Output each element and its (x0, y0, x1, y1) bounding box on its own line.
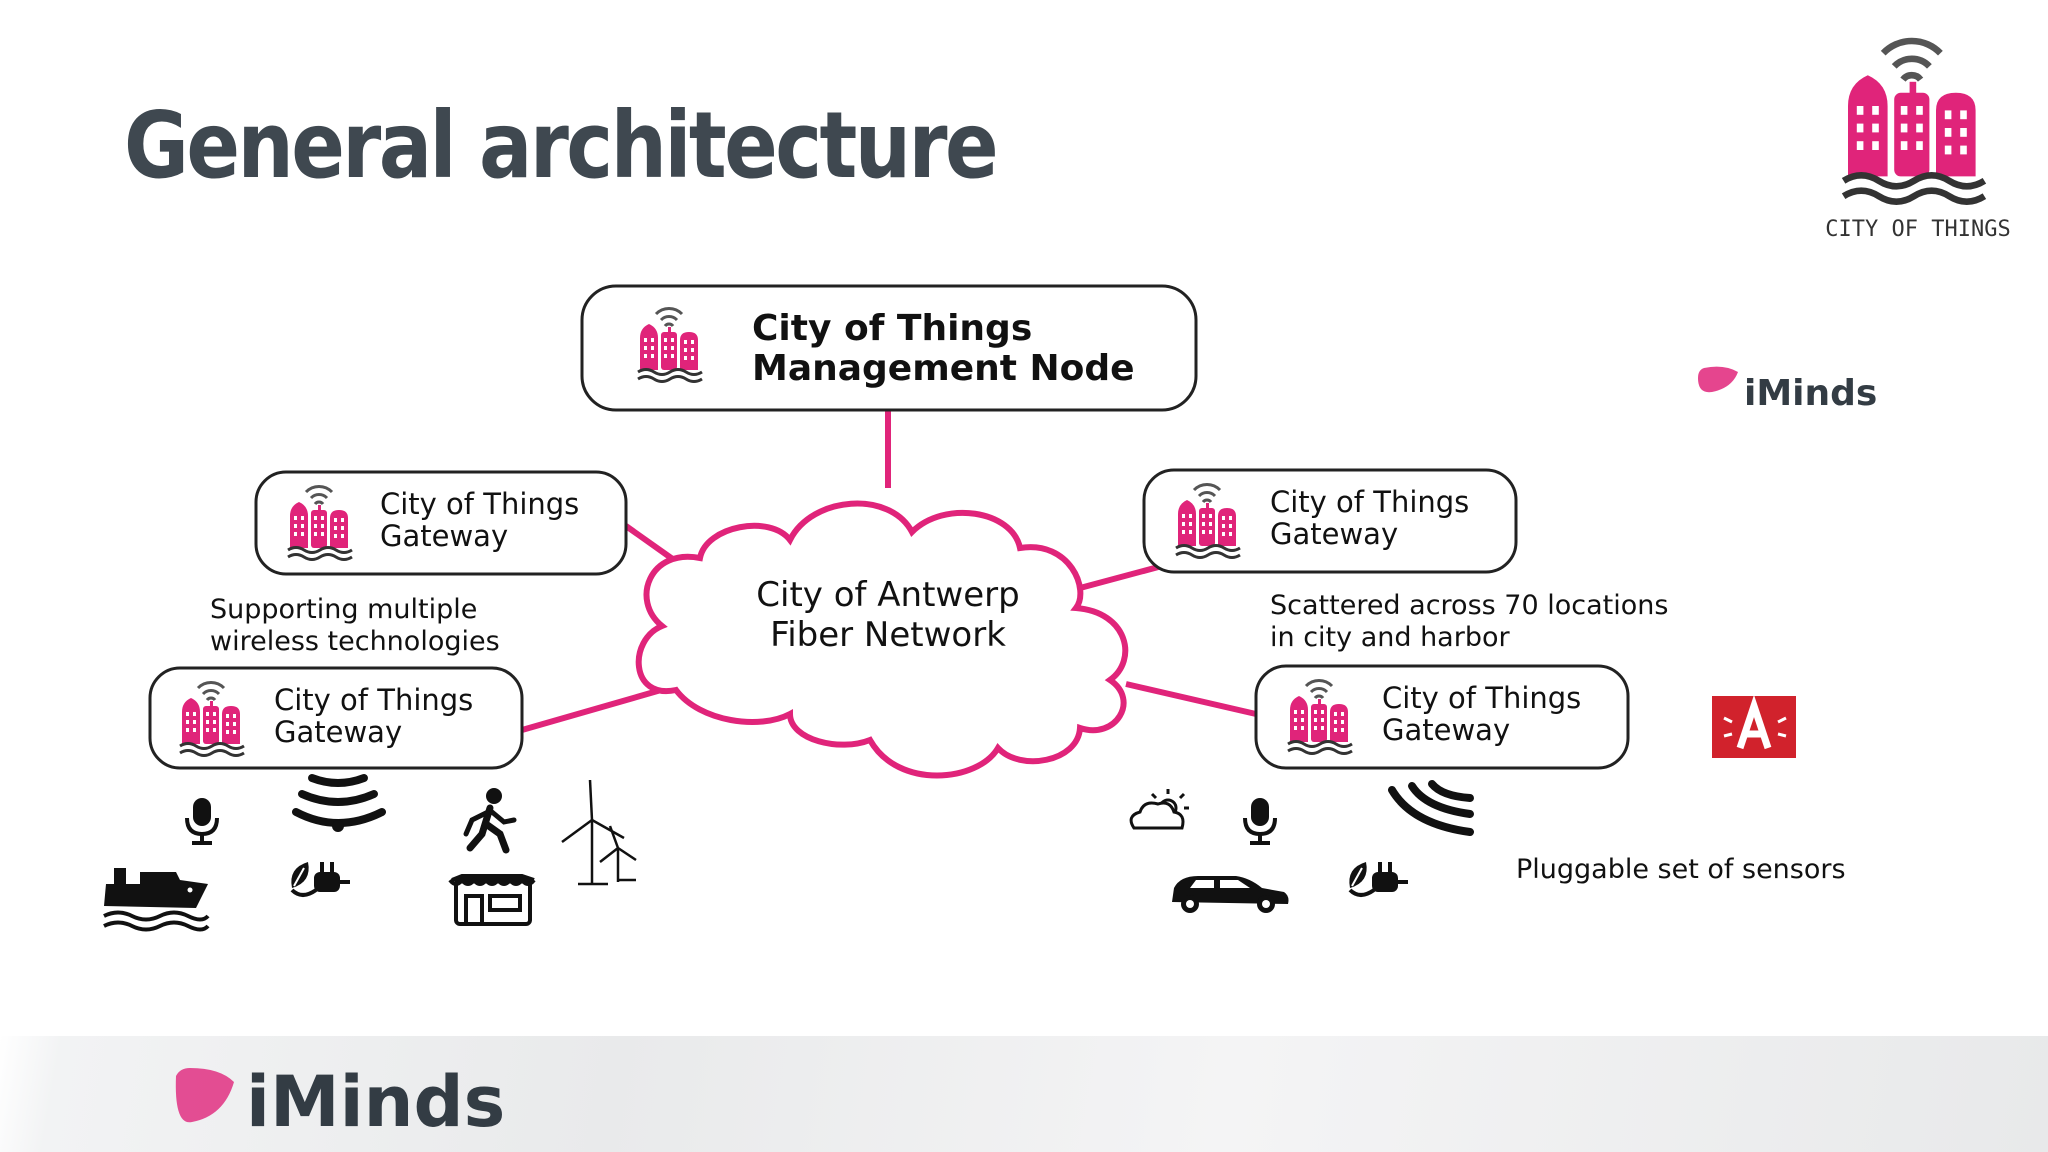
plug-leaf-icon (1347, 860, 1410, 897)
note-right-line1: Scattered across 70 locations (1270, 590, 1668, 621)
wind-turbine-icon (561, 779, 637, 886)
wireless-icon (292, 774, 386, 832)
management-node: City of Things Management Node (580, 284, 1198, 412)
cloud-label-line1: City of Antwerp (756, 575, 1019, 615)
gateway-label-line2: Gateway (1382, 713, 1510, 747)
weather-icon (1129, 789, 1189, 830)
gateway-label-line1: City of Things (1382, 681, 1581, 715)
logo-wordmark: CITY OF THINGS (1825, 217, 2010, 242)
gateway-label-line2: Gateway (1270, 517, 1398, 551)
iminds-logo-small: iMinds (1698, 366, 1877, 414)
microphone-icon (185, 796, 219, 847)
note-left-line2: wireless technologies (210, 626, 500, 657)
management-node-line1: City of Things (752, 308, 1032, 349)
connector-gateway-top-right (1079, 563, 1163, 591)
iminds-logo-footer: iMinds (175, 1061, 505, 1143)
city-of-things-logo: CITY OF THINGS (1825, 41, 2011, 242)
connector-gateway-top-left (624, 523, 676, 563)
fiber-network-cloud (635, 500, 1129, 779)
gateway-bottom-left: City of Things Gateway (148, 666, 524, 770)
gateway-top-right: City of Things Gateway (1142, 468, 1518, 574)
iminds-wordmark-small: iMinds (1744, 373, 1877, 414)
ship-icon (103, 868, 210, 932)
iminds-wordmark-footer: iMinds (246, 1061, 505, 1143)
gateway-label-line1: City of Things (1270, 485, 1469, 519)
cloud-label-line2: Fiber Network (770, 615, 1006, 655)
pedestrian-icon (463, 788, 517, 854)
note-right-line2: in city and harbor (1270, 622, 1510, 653)
antwerp-logo (1712, 694, 1796, 758)
car-icon (1172, 876, 1289, 913)
gateway-top-left: City of Things Gateway (254, 470, 628, 576)
shop-icon (448, 874, 536, 926)
page-title: General architecture (124, 92, 999, 199)
gateway-label-line1: City of Things (380, 487, 579, 521)
sensors-note: Pluggable set of sensors (1516, 854, 1846, 885)
plug-leaf-icon (289, 860, 352, 897)
connectors (521, 410, 1257, 733)
connector-gateway-bottom-right (1125, 681, 1257, 717)
gateway-label-line2: Gateway (274, 715, 402, 749)
gateway-bottom-right: City of Things Gateway (1254, 664, 1630, 770)
microphone-icon (1243, 796, 1277, 847)
connector-gateway-bottom-left (521, 685, 669, 733)
management-node-line2: Management Node (752, 348, 1135, 389)
wireless-icon (1388, 780, 1474, 836)
footer-band (0, 1036, 2048, 1152)
note-left-line1: Supporting multiple (210, 594, 477, 625)
gateway-label-line1: City of Things (274, 683, 473, 717)
gateway-label-line2: Gateway (380, 519, 508, 553)
